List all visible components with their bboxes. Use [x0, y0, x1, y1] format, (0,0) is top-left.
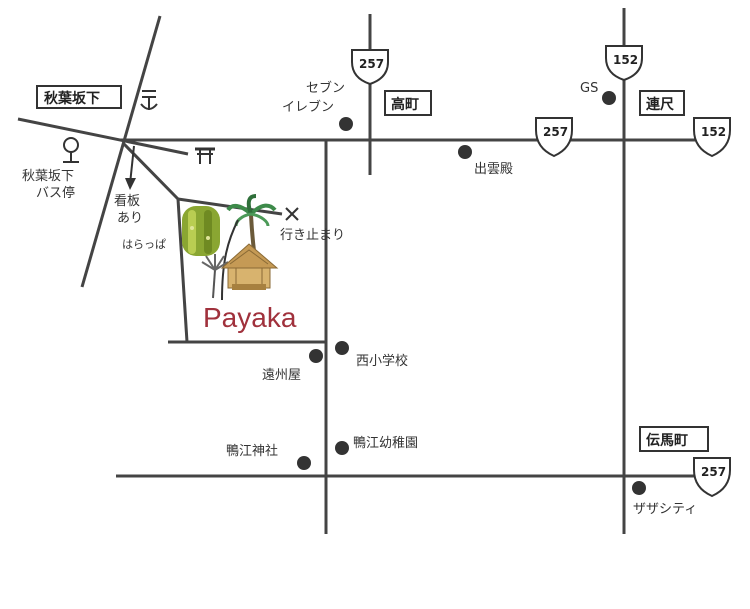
- route-shield-152-top: 152: [605, 45, 643, 82]
- poi-xa-city: ザザシティ: [632, 481, 697, 517]
- svg-text:伝馬町: 伝馬町: [646, 432, 688, 449]
- svg-text:152: 152: [613, 53, 638, 67]
- payaka-site[interactable]: Payaka: [182, 194, 297, 333]
- svg-text:高町: 高町: [391, 96, 419, 113]
- route-shield-257-mid: 257: [535, 117, 573, 158]
- svg-text:遠州屋: 遠州屋: [262, 368, 301, 383]
- svg-text:257: 257: [543, 125, 568, 139]
- bus-stop-label-line2: バス停: [36, 185, 75, 201]
- road-diagonal-west: [17, 117, 189, 156]
- harappa-label: はらっぱ: [122, 238, 166, 251]
- poi-nishi-elementary-school: 西小学校: [335, 341, 408, 369]
- svg-text:秋葉坂下: 秋葉坂下: [44, 90, 100, 107]
- poi-kamoe-shrine: 鴨江神社: [226, 443, 311, 470]
- signboard-label-line1: 看板: [114, 193, 140, 209]
- route-shield-257-bottom: 257: [693, 457, 731, 498]
- destination-label[interactable]: Payaka: [203, 302, 297, 333]
- svg-text:イレブン: イレブン: [282, 99, 334, 115]
- poi-seven-eleven: セブン イレブン: [282, 80, 353, 131]
- label-takamachi: 高町: [384, 90, 432, 116]
- post-office-icon: [140, 90, 158, 110]
- road-garden-west: [176, 198, 189, 343]
- curved-trunk: [221, 219, 239, 301]
- svg-text:セブン: セブン: [306, 80, 345, 96]
- svg-text:257: 257: [359, 57, 384, 71]
- dead-end-label: 行き止まり: [280, 228, 345, 243]
- svg-text:ザザシティ: ザザシティ: [633, 502, 697, 517]
- road-diagonal-nw: [80, 15, 162, 288]
- signboard-arrow-icon: [125, 145, 136, 190]
- svg-text:GS: GS: [580, 81, 598, 96]
- route-shield-257-top: 257: [351, 49, 389, 86]
- signboard-label-line2: あり: [117, 211, 143, 226]
- svg-text:152: 152: [701, 125, 726, 139]
- poi-gas-station: GS: [580, 81, 616, 105]
- poi-enshuya: 遠州屋: [262, 349, 323, 383]
- torii-icon: [195, 147, 215, 164]
- cross-mark-icon: [285, 207, 299, 221]
- label-akihasakashita: 秋葉坂下: [36, 85, 122, 109]
- bus-stop-label-line1: 秋葉坂下: [22, 169, 74, 184]
- label-denmacho: 伝馬町: [639, 426, 709, 452]
- svg-text:連尺: 連尺: [646, 96, 674, 113]
- hut-illustration: [220, 243, 279, 290]
- road-network: [17, 8, 724, 534]
- route-shield-152-right: 152: [693, 117, 731, 158]
- label-renjaku: 連尺: [639, 90, 685, 116]
- svg-text:257: 257: [701, 465, 726, 479]
- svg-text:鴨江神社: 鴨江神社: [226, 443, 278, 459]
- bus-stop-icon: [63, 137, 79, 163]
- svg-text:鴨江幼稚園: 鴨江幼稚園: [353, 436, 418, 451]
- poi-kamoe-kindergarten: 鴨江幼稚園: [335, 436, 418, 455]
- svg-text:出雲殿: 出雲殿: [474, 162, 513, 177]
- svg-text:西小学校: 西小学校: [356, 353, 408, 369]
- small-palm-illustration: [201, 254, 229, 299]
- poi-izumoden: 出雲殿: [458, 145, 513, 177]
- bush-illustration: [182, 206, 220, 256]
